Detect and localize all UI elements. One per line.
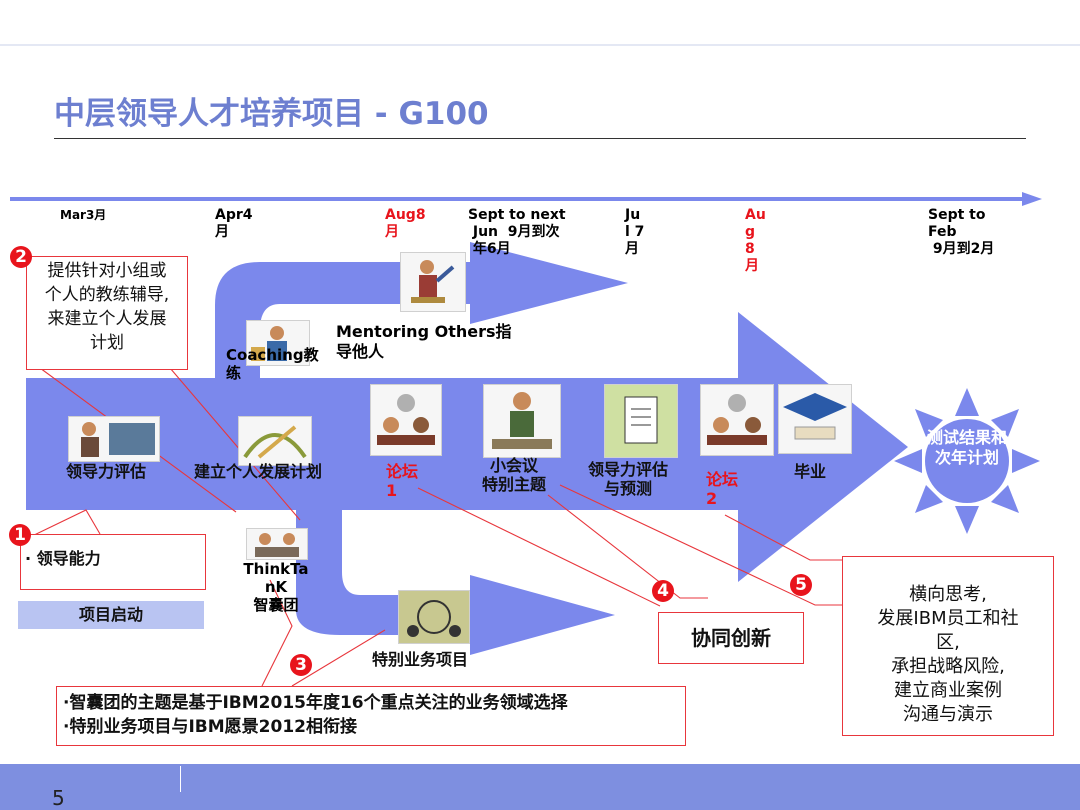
- item-label-assessment: 领导力评估: [66, 462, 147, 481]
- leader-1: [27, 509, 101, 539]
- callout-box-2: 提供针对小组或 个人的教练辅导, 来建立个人发展 计划: [26, 256, 188, 370]
- meeting-picture: [483, 384, 561, 458]
- badge-3: 3: [290, 654, 312, 676]
- callout-box-4: 协同创新: [658, 612, 804, 664]
- sun-shape: [892, 386, 1042, 536]
- development-plan-picture: [238, 416, 312, 466]
- forum-1-picture: [370, 384, 442, 456]
- month-label-sept-feb: Sept to Feb 9月到2月: [928, 207, 995, 257]
- month-label-aug: Aug8 月: [385, 207, 426, 240]
- think-tank-label: ThinkTa nK 智囊团: [243, 560, 309, 614]
- callout-3-text: ·智囊团的主题是基于IBM2015年度16个重点关注的业务领域选择 ·特别业务项…: [63, 693, 568, 737]
- think-tank-picture: [246, 528, 308, 560]
- leader-4a: [417, 487, 661, 607]
- month-label-apr: Apr4 月: [215, 207, 253, 240]
- item-label-meeting: 小会议 特别主题: [482, 456, 547, 494]
- title-rule: [54, 138, 1026, 139]
- forum-2-picture: [700, 384, 774, 456]
- special-project-picture: [398, 590, 470, 644]
- month-label-mar: Mar3月: [60, 208, 107, 222]
- callout-box-1: · 领导能力: [20, 534, 206, 590]
- item-label-forum-1: 论坛 1: [386, 462, 419, 500]
- month-label-aug-2: Au g 8 月: [745, 207, 766, 274]
- forecast-picture: [604, 384, 678, 458]
- badge-5: 5: [790, 574, 812, 596]
- badge-1: 1: [9, 524, 31, 546]
- leader-5a: [724, 514, 842, 561]
- leader-3b: [291, 629, 386, 687]
- project-start-label: 项目启动: [18, 601, 204, 629]
- leader-5b: [559, 484, 842, 606]
- top-curved-arrow: [215, 242, 628, 380]
- bottom-curved-arrow: [296, 505, 615, 655]
- callout-1-text: · 领导能力: [25, 549, 101, 568]
- footer-divider: [180, 766, 181, 792]
- coaching-picture: [246, 320, 310, 366]
- leader-2b: [169, 367, 301, 521]
- item-label-forum-2: 论坛 2: [706, 470, 739, 508]
- graduation-picture: [778, 384, 852, 454]
- timeline-arrowhead: [1022, 192, 1042, 206]
- callout-box-3: ·智囊团的主题是基于IBM2015年度16个重点关注的业务领域选择 ·特别业务项…: [56, 686, 686, 746]
- mentoring-picture: [400, 252, 466, 312]
- sun-label: 测试结果和 次年计划: [926, 428, 1007, 467]
- callout-2-text: 提供针对小组或 个人的教练辅导, 来建立个人发展 计划: [44, 261, 170, 353]
- special-project-label: 特别业务项目: [372, 650, 469, 669]
- coaching-label: Coaching教 练: [226, 346, 319, 382]
- leader-3a: [261, 579, 293, 687]
- badge-2: 2: [10, 246, 32, 268]
- page-number: 5: [52, 786, 65, 810]
- item-label-graduation: 毕业: [794, 462, 827, 481]
- item-label-forecast: 领导力评估 与预测: [588, 460, 669, 498]
- top-divider: [0, 44, 1080, 46]
- month-label-sept-jun: Sept to next Jun 9月到次 年6月: [468, 207, 566, 257]
- footer-band: [0, 764, 1080, 810]
- callout-leaders: [27, 367, 842, 687]
- callout-box-5: 横向思考, 发展IBM员工和社 区, 承担战略风险, 建立商业案例 沟通与演示: [842, 556, 1054, 736]
- leader-4b: [547, 494, 708, 599]
- main-arrow: [26, 312, 908, 582]
- callout-4-text: 协同创新: [691, 626, 771, 650]
- item-label-development-plan: 建立个人发展计划: [194, 462, 323, 481]
- mentoring-label: Mentoring Others指 导他人: [336, 322, 512, 361]
- assessment-picture: [68, 416, 160, 462]
- callout-5-text: 横向思考, 发展IBM员工和社 区, 承担战略风险, 建立商业案例 沟通与演示: [877, 584, 1019, 725]
- page-title: 中层领导人才培养项目 - G100: [54, 96, 489, 132]
- badge-4: 4: [652, 580, 674, 602]
- month-label-jul: Ju l 7 月: [625, 207, 645, 257]
